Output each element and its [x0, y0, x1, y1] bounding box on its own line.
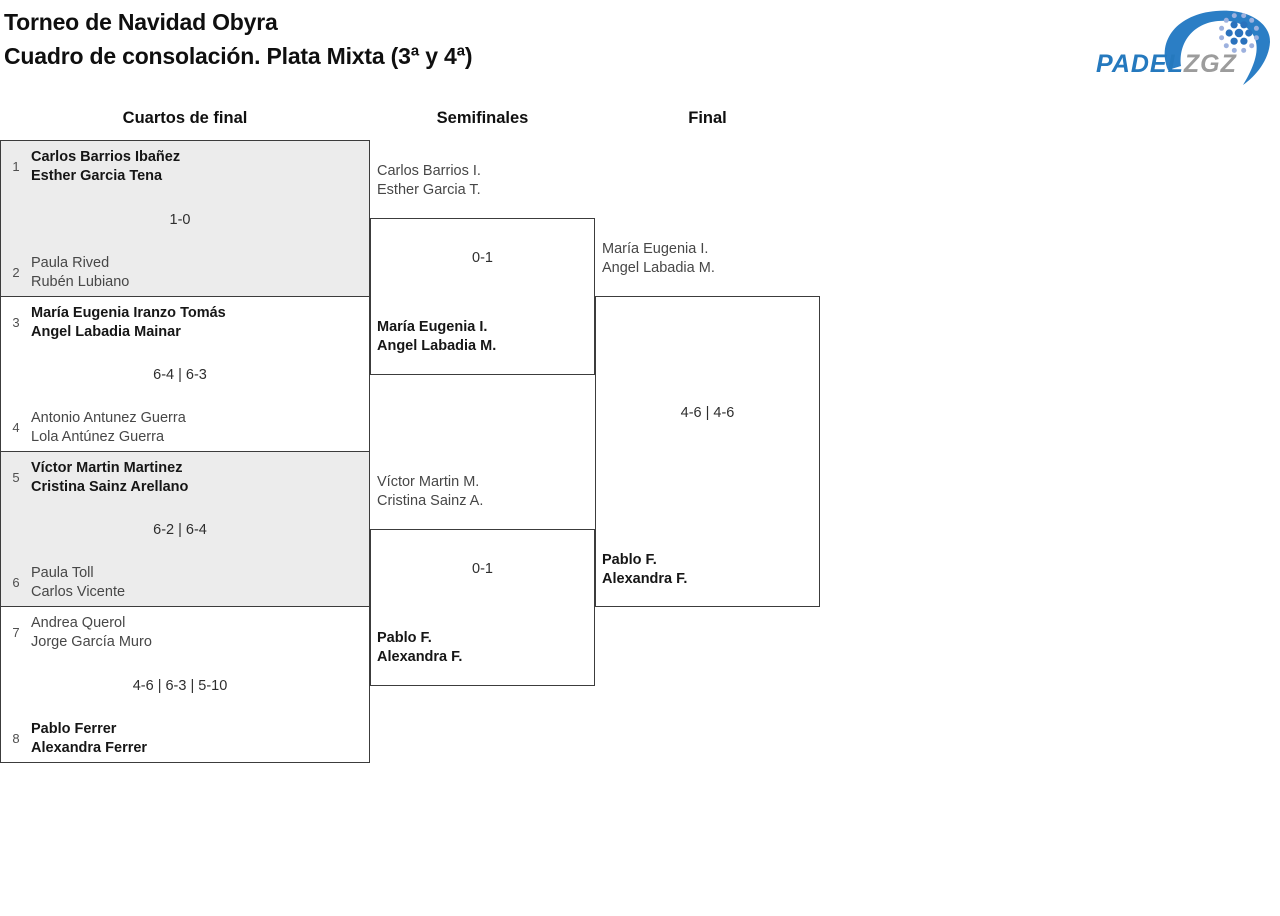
match-bottom-team-row: 6 Paula Toll Carlos Vicente	[1, 564, 359, 601]
player-name: Esther Garcia Tena	[31, 167, 163, 184]
match-quarterfinal-1: 1 Carlos Barrios Ibañez Esther Garcia Te…	[0, 140, 370, 297]
player-name: Rubén Lubiano	[31, 273, 130, 290]
player-name: Angel Labadia Mainar	[31, 323, 181, 340]
team-pair-names: Pablo Ferrer Alexandra Ferrer	[31, 720, 147, 757]
semifinal-1-score: 0-1	[472, 250, 493, 266]
match-quarterfinal-2: 3 María Eugenia Iranzo Tomás Angel Labad…	[0, 296, 370, 452]
player-name: Cristina Sainz A.	[377, 492, 484, 509]
player-name: María Eugenia Iranzo Tomás	[31, 305, 226, 321]
semifinal-2-score: 0-1	[472, 561, 493, 577]
final-bottom-team: Pablo F. Alexandra F.	[602, 551, 817, 588]
racket-outer-dots	[1219, 13, 1259, 53]
logo-word-padel: PADEL	[1096, 50, 1184, 78]
player-name: Alexandra F.	[377, 648, 463, 665]
match-top-team-row: 1 Carlos Barrios Ibañez Esther Garcia Te…	[1, 148, 359, 185]
match-bottom-team-row: 8 Pablo Ferrer Alexandra Ferrer	[1, 720, 359, 757]
tournament-title: Torneo de Navidad Obyra	[4, 9, 278, 35]
logo-wordmark: PADELZGZ	[1096, 50, 1237, 79]
player-name: Víctor Martin Martinez	[31, 460, 183, 476]
player-name: Angel Labadia M.	[602, 259, 715, 276]
match-semifinal-1-box	[370, 218, 595, 375]
team-pair-names: Víctor Martin Martinez Cristina Sainz Ar…	[31, 459, 188, 496]
final-score: 4-6 | 4-6	[680, 405, 735, 421]
player-name: María Eugenia I.	[377, 319, 488, 335]
bracket-subtitle: Cuadro de consolación. Plata Mixta (3ª y…	[4, 43, 473, 69]
player-name: Víctor Martin M.	[377, 474, 480, 490]
match-top-team-row: 5 Víctor Martin Martinez Cristina Sainz …	[1, 459, 359, 496]
semifinal-2-top-team: Víctor Martin M. Cristina Sainz A.	[377, 473, 592, 510]
player-name: Carlos Barrios Ibañez	[31, 149, 181, 165]
match-top-team-row: 3 María Eugenia Iranzo Tomás Angel Labad…	[1, 304, 359, 341]
player-name: Angel Labadia M.	[377, 337, 497, 354]
player-name: Paula Toll	[31, 565, 94, 581]
seed-number: 4	[12, 420, 20, 435]
player-name: Cristina Sainz Arellano	[31, 478, 189, 495]
column-header-final: Final	[688, 109, 727, 127]
padel-racket-swoosh-icon	[1164, 10, 1271, 85]
player-name: Lola Antúnez Guerra	[31, 428, 165, 445]
match-score: 4-6 | 6-3 | 5-10	[132, 677, 228, 694]
seed-number: 7	[12, 625, 20, 640]
seed-number: 3	[12, 315, 20, 330]
player-name: Alexandra Ferrer	[31, 739, 148, 756]
team-pair-names: María Eugenia Iranzo Tomás Angel Labadia…	[31, 304, 226, 341]
match-score: 1-0	[169, 211, 191, 228]
player-name: Antonio Antunez Guerra	[31, 410, 186, 426]
seed-number: 1	[12, 159, 20, 174]
team-pair-names: Paula Toll Carlos Vicente	[31, 564, 125, 601]
team-pair-names: Andrea Querol Jorge García Muro	[31, 614, 152, 651]
team-pair-names: Paula Rived Rubén Lubiano	[31, 254, 129, 291]
logo-word-zgz: ZGZ	[1183, 50, 1237, 78]
match-bottom-team-row: 2 Paula Rived Rubén Lubiano	[1, 254, 359, 291]
column-header-semifinals: Semifinales	[436, 109, 529, 127]
player-name: Alexandra F.	[602, 570, 688, 587]
team-pair-names: Carlos Barrios Ibañez Esther Garcia Tena	[31, 148, 180, 185]
player-name: Jorge García Muro	[31, 633, 152, 650]
player-name: Carlos Barrios I.	[377, 163, 481, 179]
seed-number: 8	[12, 731, 20, 746]
match-score: 6-2 | 6-4	[153, 522, 207, 538]
semifinal-1-top-team: Carlos Barrios I. Esther Garcia T.	[377, 162, 592, 199]
match-top-team-row: 7 Andrea Querol Jorge García Muro	[1, 614, 359, 651]
seed-number: 2	[12, 265, 20, 280]
player-name: Pablo Ferrer	[31, 721, 117, 737]
player-name: Pablo F.	[377, 630, 432, 646]
padelzgz-logo: PADELZGZ	[1096, 6, 1276, 98]
player-name: Pablo F.	[602, 552, 657, 568]
final-top-team: María Eugenia I. Angel Labadia M.	[602, 240, 817, 277]
match-final-box	[595, 296, 820, 607]
player-name: Andrea Querol	[31, 615, 126, 631]
seed-number: 5	[12, 470, 20, 485]
player-name: Carlos Vicente	[31, 583, 126, 600]
match-score: 6-4 | 6-3	[153, 367, 207, 383]
team-pair-names: Antonio Antunez Guerra Lola Antúnez Guer…	[31, 409, 186, 446]
column-header-quarterfinals: Cuartos de final	[122, 109, 248, 127]
semifinal-1-bottom-team: María Eugenia I. Angel Labadia M.	[377, 318, 592, 355]
racket-center-dots	[1225, 21, 1253, 45]
match-semifinal-2-box	[370, 529, 595, 686]
match-quarterfinal-3: 5 Víctor Martin Martinez Cristina Sainz …	[0, 451, 370, 607]
match-bottom-team-row: 4 Antonio Antunez Guerra Lola Antúnez Gu…	[1, 409, 359, 446]
seed-number: 6	[12, 575, 20, 590]
semifinal-2-bottom-team: Pablo F. Alexandra F.	[377, 629, 592, 666]
player-name: María Eugenia I.	[602, 241, 709, 257]
player-name: Paula Rived	[31, 255, 110, 271]
match-quarterfinal-4: 7 Andrea Querol Jorge García Muro 4-6 | …	[0, 606, 370, 763]
player-name: Esther Garcia T.	[377, 181, 481, 198]
